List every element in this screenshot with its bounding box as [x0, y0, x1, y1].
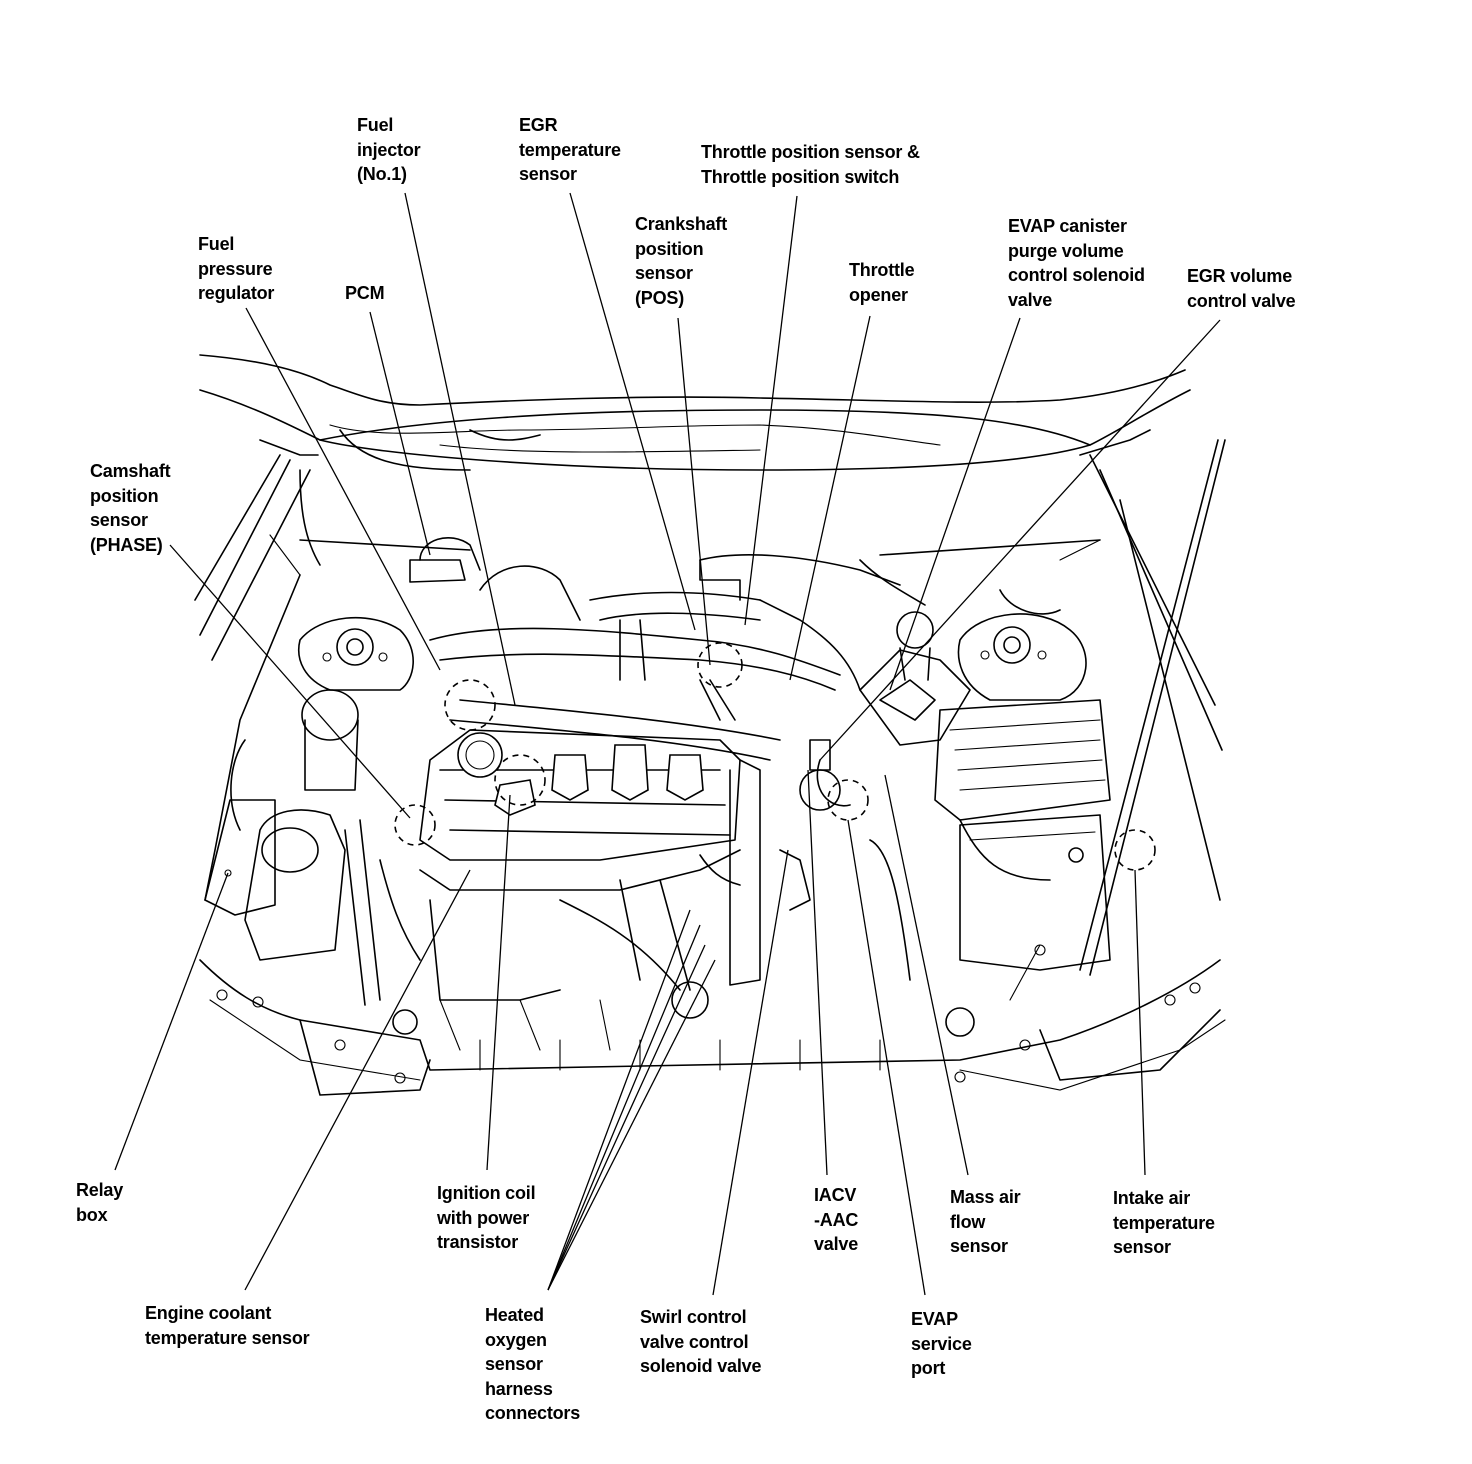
leader-heated-o2-3: [547, 944, 706, 1291]
leader-crankshaft: [677, 317, 711, 666]
label-intake-air-temperature-sensor: Intake air temperature sensor: [1113, 1188, 1215, 1257]
leader-lines: [114, 192, 1221, 1296]
label-egr-temperature-sensor: EGR temperature sensor: [519, 115, 621, 184]
label-crankshaft-position-sensor: Crankshaft position sensor (POS): [635, 214, 728, 308]
radiator-support: [199, 959, 1226, 1096]
leader-egr-temp: [569, 192, 696, 631]
leader-heated-o2-1: [547, 909, 691, 1291]
leader-intake-air-temp: [1134, 869, 1146, 1176]
leader-evap-purge: [889, 317, 1021, 691]
label-pcm: PCM: [345, 283, 385, 303]
intake-pipes: [269, 534, 1101, 761]
label-iacv-aac-valve: IACV -AAC valve: [814, 1185, 859, 1254]
label-engine-coolant-temperature-sensor: Engine coolant temperature sensor: [145, 1303, 310, 1348]
leader-throttle-opener: [789, 315, 871, 681]
battery: [959, 814, 1111, 1001]
leader-camshaft: [169, 544, 411, 819]
fender-lines: [194, 439, 1226, 976]
label-swirl-control-valve: Swirl control valve control solenoid val…: [640, 1307, 762, 1376]
label-ignition-coil: Ignition coil with power transistor: [437, 1183, 536, 1252]
locator-circles: [394, 642, 1156, 871]
leader-egr-volume: [819, 319, 1221, 761]
hoses: [299, 429, 1061, 1006]
coolant-reservoir: [230, 689, 359, 961]
label-relay-box: Relay box: [76, 1180, 124, 1225]
label-evap-service-port: EVAP service port: [911, 1309, 972, 1378]
label-camshaft-position-sensor: Camshaft position sensor (PHASE): [90, 461, 171, 555]
leader-heated-o2-4: [547, 959, 716, 1291]
label-evap-canister-purge: EVAP canister purge volume control solen…: [1008, 216, 1145, 310]
relay-box-shape: [204, 799, 276, 916]
leader-heated-o2-2: [547, 924, 701, 1291]
strut-tower-right: [957, 613, 1087, 701]
label-egr-volume-control-valve: EGR volume control valve: [1187, 266, 1296, 311]
leader-swirl-control: [712, 849, 789, 1296]
leader-evap-service: [847, 819, 926, 1296]
label-throttle-opener: Throttle opener: [849, 260, 915, 305]
leader-engine-coolant: [244, 869, 471, 1291]
label-heated-oxygen-sensor-connectors: Heated oxygen sensor harness connectors: [485, 1305, 581, 1423]
leader-relay-box: [114, 872, 229, 1171]
engine-block: [419, 729, 741, 1019]
strut-tower-left: [298, 616, 414, 691]
leader-fuel-pressure: [245, 307, 441, 671]
leader-throttle-position: [744, 195, 798, 626]
label-mass-air-flow-sensor: Mass air flow sensor: [950, 1187, 1021, 1256]
leader-maf: [884, 774, 969, 1176]
leader-fuel-injector: [404, 192, 516, 706]
label-fuel-pressure-regulator: Fuel pressure regulator: [198, 234, 275, 303]
leader-pcm: [369, 311, 431, 556]
hood-cowl: [199, 354, 1191, 471]
leader-ignition-coil: [486, 794, 511, 1171]
air-cleaner: [799, 611, 1111, 881]
leader-iacv: [807, 769, 828, 1176]
label-fuel-injector: Fuel injector (No.1): [357, 115, 421, 184]
label-throttle-position-sensor: Throttle position sensor & Throttle posi…: [701, 142, 920, 187]
